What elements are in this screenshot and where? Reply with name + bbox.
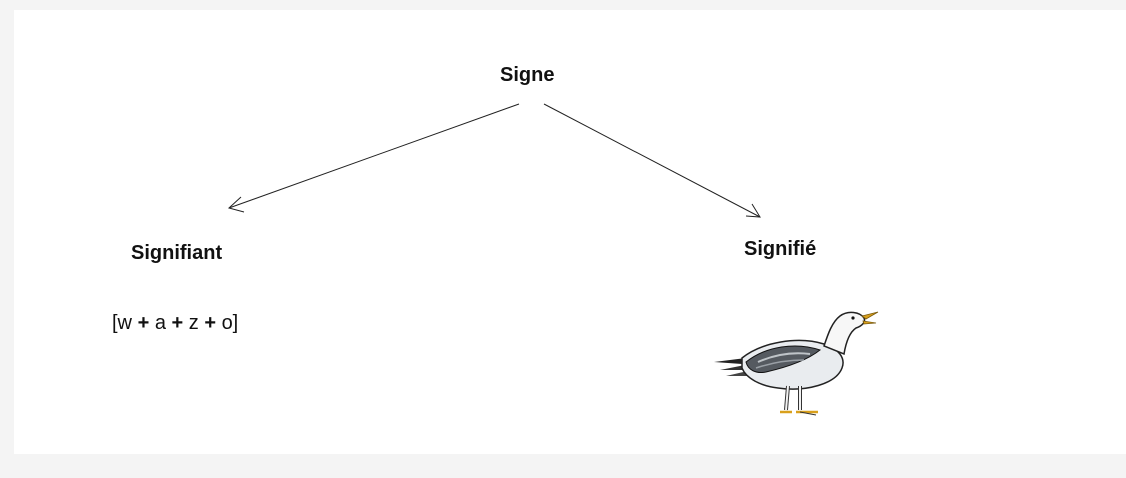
diagram-panel [14,10,1126,454]
formula-plus: + [137,312,150,334]
formula-plus: + [171,312,184,334]
node-signifie: Signifié [744,238,817,260]
node-signifiant: Signifiant [131,242,223,264]
seagull-icon [714,311,879,416]
formula-plus: + [204,312,216,334]
formula-part: z [188,312,199,334]
formula-part: a [154,312,166,334]
formula-part: o] [221,312,239,334]
phonetic-formula: [w + a + z + o] [112,312,238,335]
arrowhead-signifiant [227,196,245,213]
arrow-to-signifiant [228,103,520,209]
node-signe: Signe [500,64,555,86]
formula-part: [w [112,312,132,334]
arrowhead-signifie [745,203,761,218]
arrow-to-signifie [543,103,761,218]
